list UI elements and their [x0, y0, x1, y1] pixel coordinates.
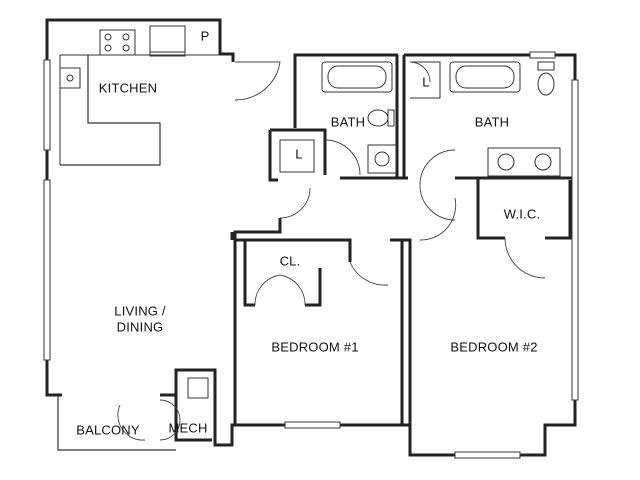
refrigerator	[149, 25, 186, 57]
door-swings	[117, 61, 546, 441]
bathtub-2	[449, 61, 521, 93]
toilet-1	[367, 109, 389, 127]
label-bedroom1: BEDROOM #1	[271, 339, 358, 354]
label-balcony: BALCONY	[76, 422, 140, 437]
kitchen-fixtures	[59, 25, 220, 165]
label-bath2: BATH	[475, 114, 510, 129]
kitchen-sink	[59, 67, 81, 89]
water-heater	[187, 377, 209, 399]
window-left-1	[43, 59, 51, 151]
label-living-line1: LIVING /	[114, 303, 166, 318]
room-labels: KITCHEN P LIVING / DINING BATH BATH L L …	[76, 28, 540, 437]
window-bedroom2	[454, 451, 521, 459]
label-laundry1: L	[295, 146, 302, 161]
label-laundry2: L	[422, 74, 429, 89]
interior-walls	[57, 55, 575, 451]
toilet-2	[537, 72, 555, 96]
label-kitchen: KITCHEN	[99, 80, 157, 95]
vanity-1	[367, 144, 397, 174]
bathtub-1	[321, 61, 393, 93]
bath2-fixtures	[410, 61, 561, 177]
windows	[43, 51, 579, 459]
window-bedroom1	[284, 421, 341, 429]
exterior-walls	[45, 18, 577, 457]
label-mech: MECH	[168, 420, 207, 435]
vanity-2	[487, 147, 561, 177]
label-bedroom2: BEDROOM #2	[450, 339, 537, 354]
label-wic: W.I.C.	[504, 206, 541, 221]
window-right	[571, 79, 579, 401]
stove	[99, 29, 136, 56]
window-left-2	[43, 179, 51, 361]
toilet-tank-2	[537, 61, 555, 71]
bath1-fixtures	[279, 61, 397, 174]
window-bath2	[529, 51, 556, 59]
label-pantry: P	[201, 28, 210, 43]
washer-dryer-1	[279, 139, 315, 173]
label-bath1: BATH	[331, 114, 366, 129]
label-living-line2: DINING	[117, 319, 164, 334]
label-closet: CL.	[280, 253, 301, 268]
